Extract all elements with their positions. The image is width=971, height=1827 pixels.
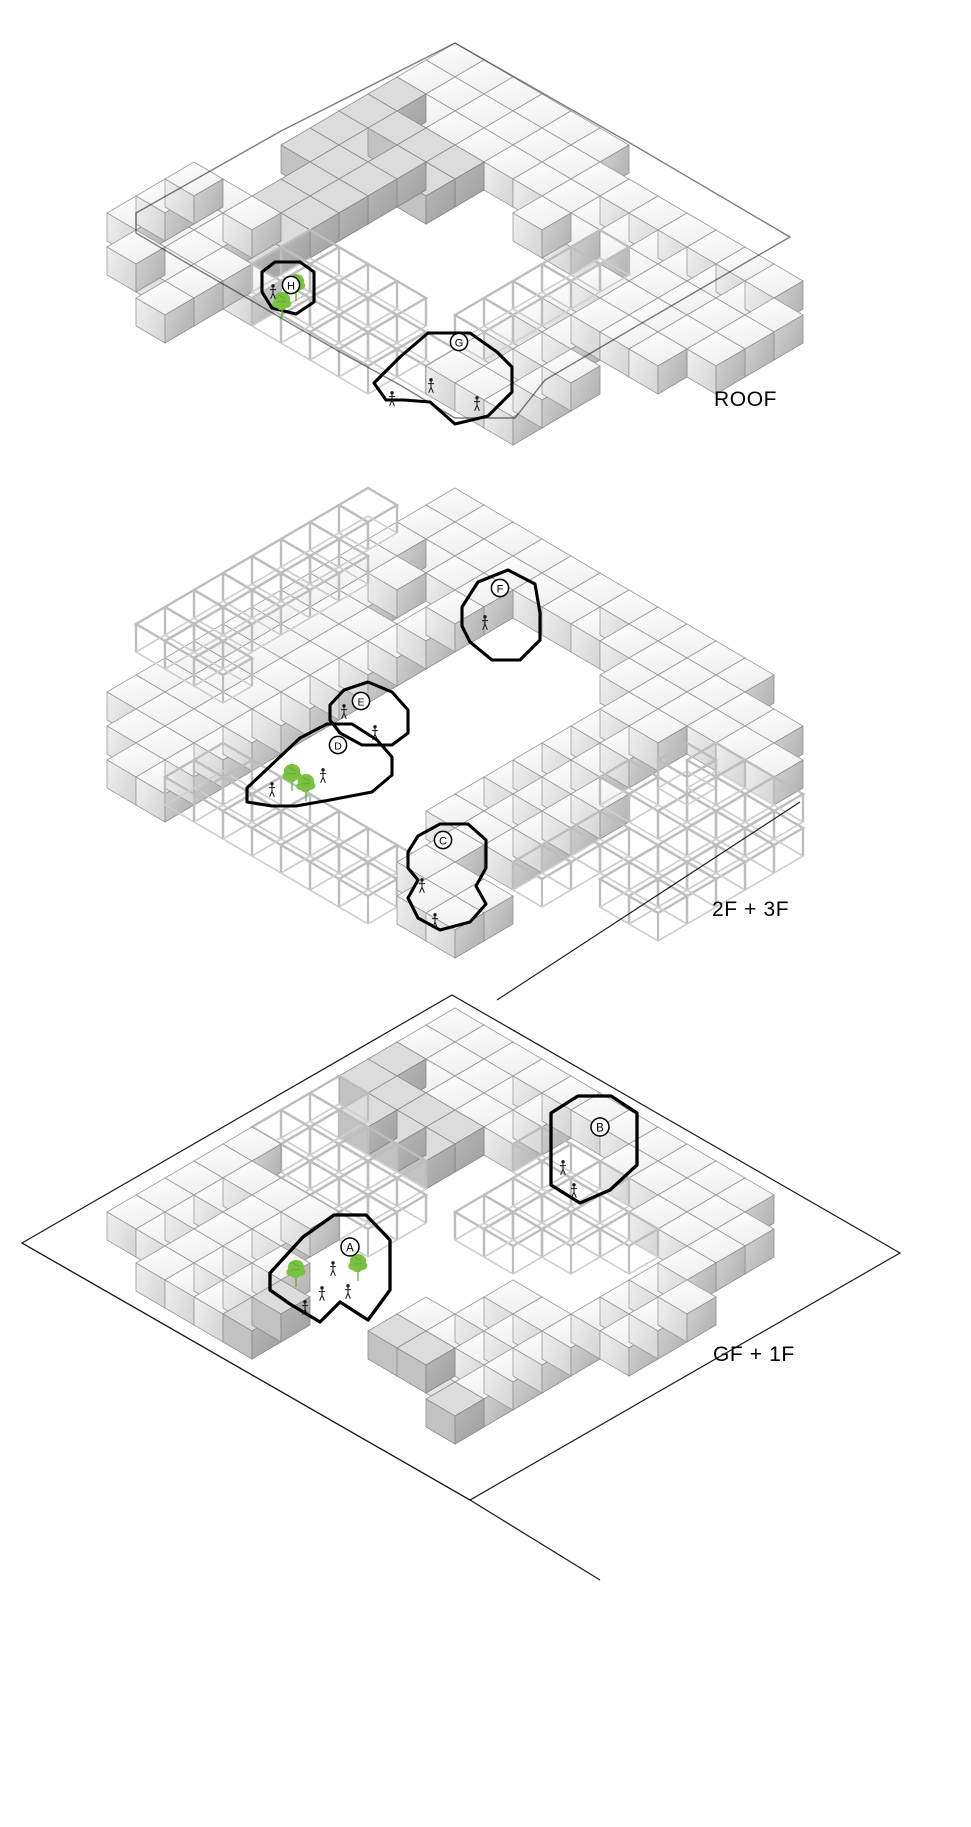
- zone-outline-E: [328, 680, 410, 747]
- zone-outline-F: [460, 568, 542, 662]
- foliage-icon: [295, 773, 317, 802]
- callout-badge-E[interactable]: [351, 691, 371, 711]
- callout-letter-E: E: [357, 696, 364, 708]
- callout-zone-G[interactable]: G: [372, 331, 514, 426]
- middle-massing: [106, 486, 805, 959]
- zone-outline-B: [549, 1094, 639, 1205]
- callout-zone-F[interactable]: F: [460, 568, 542, 662]
- callout-zone-B[interactable]: B: [549, 1094, 639, 1205]
- callout-zone-D[interactable]: D: [245, 722, 394, 808]
- floor-label-roof: ROOF: [714, 388, 778, 411]
- zone-outline-D: [245, 722, 394, 808]
- callout-badge-B[interactable]: [590, 1117, 610, 1137]
- panel-ground: B A: [20, 994, 902, 1581]
- callout-letter-D: D: [334, 740, 342, 752]
- callout-badge-D[interactable]: [328, 735, 348, 755]
- callout-zone-A[interactable]: A: [268, 1213, 392, 1324]
- callout-zone-C[interactable]: C: [406, 822, 488, 932]
- roof-outline: [135, 42, 792, 419]
- ground-plane-line-middle: [496, 801, 801, 1001]
- site-plane-edge-bottom: [469, 1499, 601, 1581]
- callout-badge-A[interactable]: [340, 1237, 360, 1257]
- person-icon: [319, 767, 327, 783]
- zone-outline-G: [372, 331, 514, 426]
- zone-outline-H: [260, 260, 316, 316]
- person-icon: [329, 1260, 337, 1276]
- site-plane-edge-left: [21, 1242, 471, 1501]
- person-icon: [344, 1283, 352, 1299]
- ground-massing: [106, 1007, 775, 1445]
- person-icon: [318, 1285, 326, 1301]
- floor-label-middle: 2F + 3F: [712, 898, 790, 921]
- callout-letter-H: H: [287, 280, 295, 292]
- panel-middle: F E D: [106, 486, 805, 1001]
- callout-letter-B: B: [596, 1123, 604, 1135]
- callout-letter-A: A: [346, 1243, 354, 1255]
- foliage-icon: [347, 1253, 369, 1282]
- zone-outline-A: [268, 1213, 392, 1324]
- callout-badge-G[interactable]: [449, 332, 469, 352]
- callout-letter-C: C: [439, 835, 447, 847]
- zone-outline-C: [406, 822, 488, 932]
- panel-roof: H G: [106, 42, 804, 446]
- person-icon: [388, 390, 396, 406]
- roof-massing: [106, 42, 804, 446]
- callout-zone-E[interactable]: E: [328, 680, 410, 747]
- callout-badge-F[interactable]: [490, 578, 510, 598]
- callout-badge-C[interactable]: [433, 830, 453, 850]
- floor-label-ground: GF + 1F: [713, 1343, 795, 1366]
- callout-badge-H[interactable]: [281, 275, 301, 295]
- callout-letter-G: G: [455, 337, 464, 349]
- callout-zone-H[interactable]: H: [260, 260, 316, 320]
- callout-letter-F: F: [497, 583, 504, 595]
